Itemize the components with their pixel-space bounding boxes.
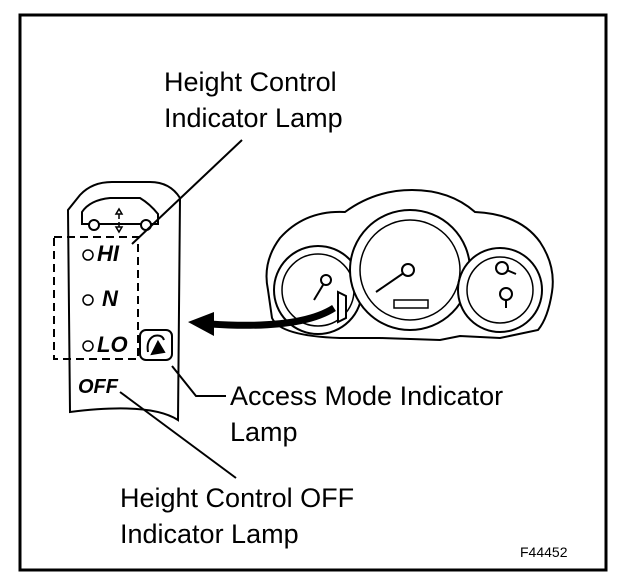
diagram-border bbox=[18, 13, 608, 572]
n-lamp-dot bbox=[82, 294, 94, 306]
hi-lamp-label: HI bbox=[97, 241, 119, 266]
odometer-display bbox=[393, 299, 429, 309]
lo-lamp-dot bbox=[82, 340, 94, 352]
down-arrow-icon bbox=[114, 222, 124, 234]
n-lamp-label: N bbox=[102, 286, 118, 311]
height-control-label-line1: Height Control bbox=[164, 67, 337, 97]
location-arrow-shaft bbox=[209, 305, 336, 329]
leader-height-control bbox=[131, 139, 243, 245]
height-off-label-line2: Indicator Lamp bbox=[120, 519, 299, 549]
access-mode-label-line1: Access Mode Indicator bbox=[230, 381, 504, 411]
up-arrow-icon bbox=[114, 207, 124, 219]
figure-id: F44452 bbox=[520, 544, 568, 560]
off-lamp-label: OFF bbox=[78, 376, 118, 398]
access-mode-icon bbox=[146, 334, 166, 356]
leader-access-mode bbox=[171, 365, 226, 397]
height-control-label-line2: Indicator Lamp bbox=[164, 103, 343, 133]
lo-lamp-label: LO bbox=[97, 332, 128, 357]
lamp-group-dashed-outline bbox=[53, 236, 139, 360]
gauge-needles bbox=[313, 261, 517, 308]
hi-lamp-dot bbox=[82, 249, 94, 261]
location-arrow-head bbox=[188, 312, 214, 336]
height-off-label-line1: Height Control OFF bbox=[120, 483, 355, 513]
leader-height-off bbox=[119, 391, 237, 479]
display-indicator-lamp bbox=[337, 290, 347, 324]
access-mode-label-line2: Lamp bbox=[230, 417, 298, 447]
